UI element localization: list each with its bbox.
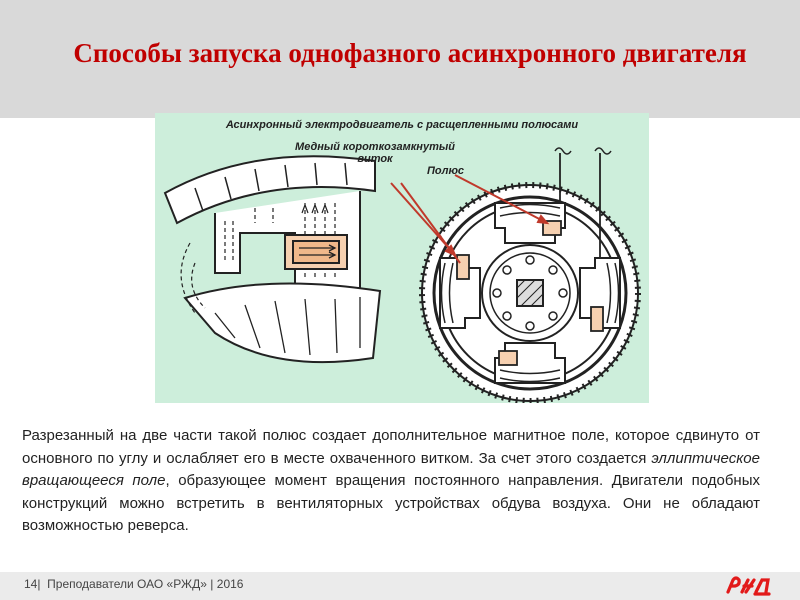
copper-shading-coil	[284, 234, 348, 270]
motor-cross-section	[419, 147, 641, 403]
footer-separator: |	[37, 577, 41, 591]
page-number: 14	[24, 577, 38, 591]
body-text-part1: Разрезанный на две части такой полюс соз…	[22, 427, 760, 467]
footer-text: 14| Преподаватели ОАО «РЖД» | 2016	[24, 577, 243, 591]
footer-separator: |	[210, 577, 214, 591]
label-arrows	[390, 174, 550, 264]
slide-body-text: Разрезанный на две части такой полюс соз…	[22, 425, 760, 538]
body-text-part2: , образующее момент вращения постоянного…	[22, 472, 760, 534]
body-text-italic: эллиптическое вращающееся поле	[22, 449, 760, 490]
footer-year: 2016	[216, 577, 244, 591]
footer-bar	[0, 572, 800, 600]
motor-illustration: Асинхронный электродвигатель с расщеплен…	[155, 113, 649, 403]
footer-organization: Преподаватели ОАО «РЖД»	[47, 577, 207, 591]
pole-label: Полюс	[427, 165, 464, 177]
copper-shading-rings	[456, 220, 604, 366]
rzd-logo	[726, 576, 771, 596]
coil-label: Медный короткозамкнутый виток	[295, 141, 455, 165]
figure-caption: Асинхронный электродвигатель с расщеплен…	[225, 119, 579, 131]
slide-title: Способы запуска однофазного асинхронного…	[73, 38, 747, 68]
title-band	[0, 0, 800, 118]
shaded-pole-motor-drawing	[163, 147, 641, 403]
